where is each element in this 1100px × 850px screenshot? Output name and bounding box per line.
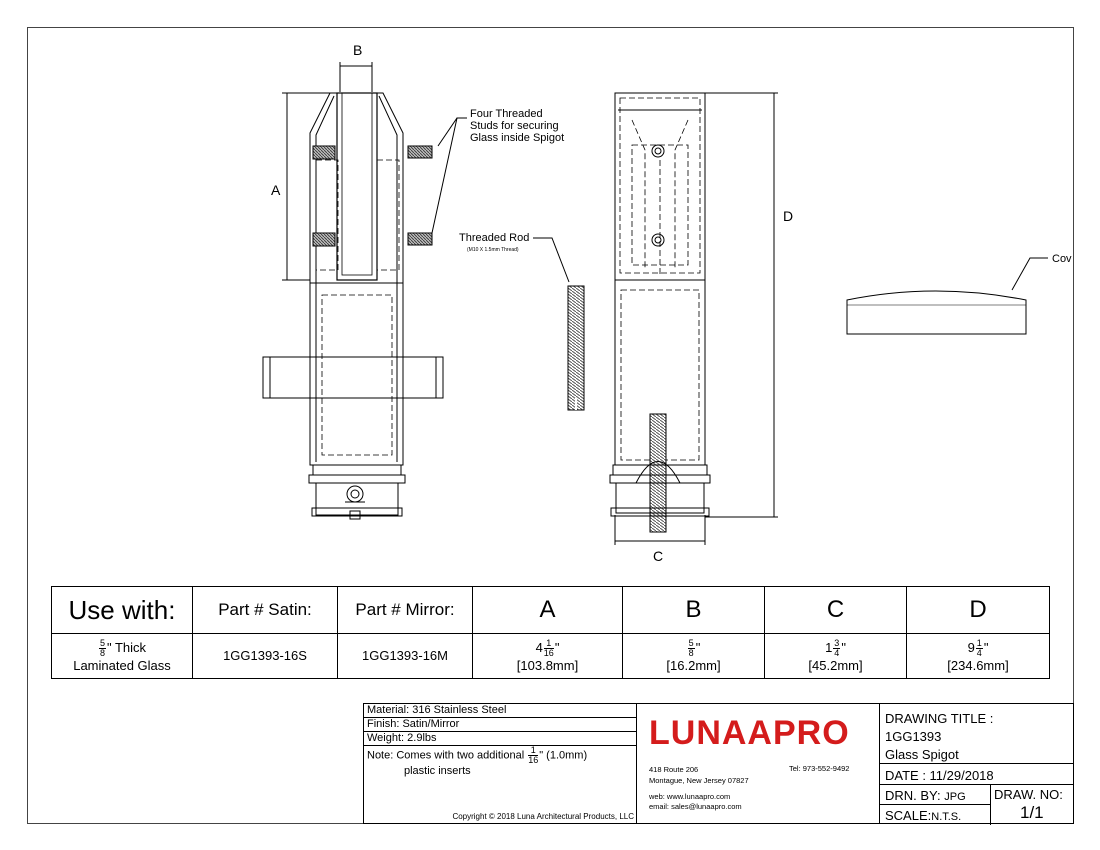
cell-part-satin: 1GG1393-16S (192, 633, 338, 679)
studs-callout: Four Threaded Studs for securing Glass i… (470, 108, 565, 144)
drawing-scale: SCALE:N.T.S. (885, 808, 962, 823)
spec-table: Use with: Part # Satin: Part # Mirror: A… (51, 586, 1050, 679)
header-part-mirror: Part # Mirror: (337, 586, 473, 634)
header-b: B (622, 586, 765, 634)
dim-label-a: A (271, 182, 281, 198)
drawing-number: 1/1 (1020, 803, 1044, 822)
side-view (262, 62, 467, 520)
cover (846, 257, 1048, 335)
header-a: A (472, 586, 623, 634)
dim-label-d: D (783, 208, 794, 224)
header-c: C (764, 586, 907, 634)
header-use-with: Use with: (51, 586, 193, 634)
material-note: Material: 316 Stainless Steel (364, 704, 636, 718)
finish-note: Finish: Satin/Mirror (364, 718, 636, 732)
drawing-number-label: DRAW. NO: (994, 787, 1063, 802)
drawing-date: DATE : 11/29/2018 (885, 768, 994, 783)
drawing-title: DRAWING TITLE : 1GG1393 Glass Spigot (885, 711, 994, 762)
header-part-satin: Part # Satin: (192, 586, 338, 634)
drawn-by: DRN. BY: JPG (885, 788, 966, 803)
dim-label-c: C (653, 548, 664, 564)
rod-callout: Threaded Rod (459, 232, 530, 244)
notes-block: Material: 316 Stainless Steel Finish: Sa… (363, 703, 637, 824)
title-block: DRAWING TITLE : 1GG1393 Glass Spigot DAT… (880, 703, 1074, 825)
cell-part-mirror: 1GG1393-16M (337, 633, 473, 679)
spec-table-header: Use with: Part # Satin: Part # Mirror: A… (51, 586, 1050, 634)
threaded-rod (533, 237, 585, 411)
dim-label-b: B (353, 42, 363, 58)
rod-spec-callout: (M10 X 1.5mm Thread) (467, 247, 519, 253)
header-d: D (906, 586, 1050, 634)
weight-note: Weight: 2.9lbs (364, 732, 636, 746)
cover-callout: Cov (1052, 253, 1072, 265)
company-phone: Tel: 973-552-9492 (789, 764, 850, 773)
front-view (609, 92, 778, 545)
copyright: Copyright © 2018 Luna Architectural Prod… (452, 812, 634, 821)
company-logo: LUNAAPRO (649, 714, 850, 752)
